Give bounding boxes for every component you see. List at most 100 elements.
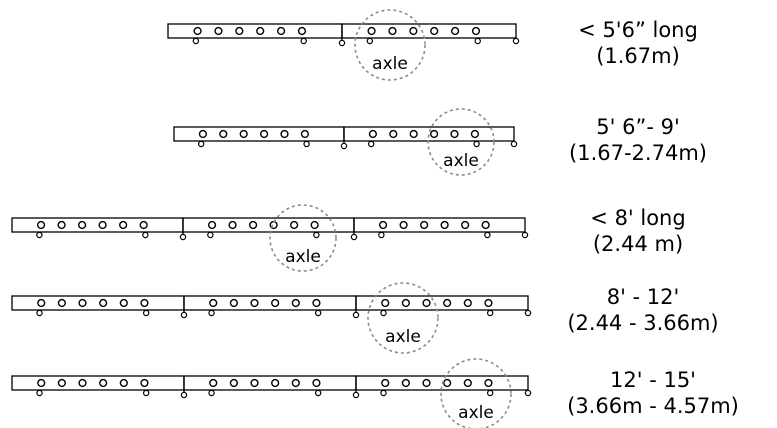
- bolt-hole: [463, 378, 472, 388]
- bolt-hole: [228, 220, 237, 230]
- bolt-hole: [378, 220, 388, 230]
- mount-foot: [208, 389, 215, 397]
- joint-peg: [180, 391, 188, 399]
- bolt-hole: [37, 298, 46, 308]
- joint-peg: [180, 311, 188, 319]
- bolt-hole: [271, 378, 280, 388]
- rail-row-3: axle: [11, 204, 529, 272]
- bolt-hole: [450, 129, 459, 139]
- rail-row-4: axle: [11, 282, 532, 354]
- bolt-hole: [119, 220, 128, 230]
- bolt-hole: [57, 378, 66, 388]
- bolt-hole: [297, 26, 307, 36]
- bolt-hole: [422, 378, 431, 388]
- joint-peg: [338, 39, 346, 47]
- bolt-hole: [229, 298, 238, 308]
- joint-peg: [352, 311, 360, 319]
- bolt-hole: [239, 129, 248, 139]
- mount-foot: [142, 389, 150, 397]
- bolt-hole: [409, 129, 418, 139]
- rail-row-5: axle: [11, 358, 532, 428]
- bolt-hole: [470, 129, 480, 139]
- joint-peg: [179, 233, 187, 241]
- length-label-5: 12' - 15' (3.66m - 4.57m): [548, 367, 758, 419]
- bolt-hole: [219, 129, 228, 139]
- axle-marker: [269, 204, 337, 272]
- metric-length: (1.67-2.74m): [569, 141, 707, 165]
- mount-foot: [474, 37, 481, 45]
- axle-marker: [354, 9, 426, 81]
- bolt-hole: [140, 298, 149, 308]
- bolt-hole: [99, 378, 108, 388]
- bolt-hole: [443, 378, 452, 388]
- bolt-hole: [367, 26, 376, 36]
- bolt-hole: [381, 378, 390, 388]
- axle-label: axle: [385, 327, 421, 347]
- mount-foot: [300, 37, 307, 45]
- end-peg: [524, 389, 532, 397]
- bolt-hole: [250, 298, 259, 308]
- mount-foot: [36, 309, 43, 317]
- mount-foot: [36, 389, 43, 397]
- bolt-hole: [401, 378, 410, 388]
- mount-foot: [192, 37, 200, 45]
- bolt-hole: [36, 220, 46, 230]
- bolt-hole: [389, 129, 398, 139]
- axle-marker: [367, 282, 439, 354]
- bolt-hole: [139, 220, 148, 230]
- length-label-4: 8' - 12' (2.44 - 3.66m): [548, 284, 738, 336]
- end-peg: [521, 231, 529, 239]
- bolt-hole: [291, 378, 300, 388]
- bolt-hole: [119, 298, 128, 308]
- mount-foot: [208, 309, 215, 317]
- bolt-hole: [78, 298, 87, 308]
- end-peg: [510, 140, 518, 148]
- bolt-hole: [57, 220, 66, 230]
- bolt-hole: [420, 220, 429, 230]
- imperial-length: 5' 6”- 9': [596, 115, 680, 139]
- bolt-hole: [312, 378, 321, 388]
- bolt-hole: [463, 298, 472, 308]
- bolt-hole: [461, 220, 470, 230]
- joint-peg: [350, 233, 358, 241]
- bolt-hole: [250, 378, 259, 388]
- mount-foot: [142, 231, 149, 239]
- metric-length: (2.44 m): [592, 232, 684, 256]
- mount-foot: [368, 140, 375, 148]
- metric-length: (2.44 - 3.66m): [567, 311, 719, 335]
- mount-foot: [314, 309, 322, 317]
- bolt-hole: [214, 26, 223, 36]
- axle-label: axle: [443, 151, 479, 171]
- metric-length: (3.66m - 4.57m): [567, 394, 739, 418]
- bolt-hole: [249, 220, 258, 230]
- bolt-hole: [312, 298, 321, 308]
- rail-row-1: axle: [167, 9, 520, 81]
- mount-foot: [486, 389, 494, 397]
- mount-foot: [473, 140, 480, 148]
- length-label-2: 5' 6”- 9' (1.67-2.74m): [548, 114, 728, 166]
- bolt-hole: [368, 129, 378, 139]
- axle-label: axle: [458, 403, 494, 423]
- bolt-hole: [229, 378, 238, 388]
- mount-foot: [314, 389, 322, 397]
- bolt-hole: [235, 26, 244, 36]
- mount-foot: [36, 231, 43, 239]
- bolt-hole: [207, 220, 217, 230]
- bolt-hole: [98, 220, 107, 230]
- bolt-hole: [78, 378, 87, 388]
- bolt-hole: [193, 26, 202, 36]
- axle-label: axle: [372, 54, 408, 74]
- bolt-hole: [271, 298, 280, 308]
- axle-marker: [440, 358, 512, 428]
- mount-foot: [142, 309, 150, 317]
- imperial-length: < 5'6” long: [578, 18, 698, 42]
- bolt-hole: [484, 298, 493, 308]
- bolt-hole: [256, 26, 265, 36]
- bolt-hole: [388, 26, 397, 36]
- mount-foot: [378, 231, 385, 239]
- bolt-hole: [399, 220, 408, 230]
- axle-marker: [427, 108, 495, 176]
- bolt-hole: [119, 378, 128, 388]
- imperial-length: < 8' long: [590, 206, 686, 230]
- bolt-hole: [430, 26, 439, 36]
